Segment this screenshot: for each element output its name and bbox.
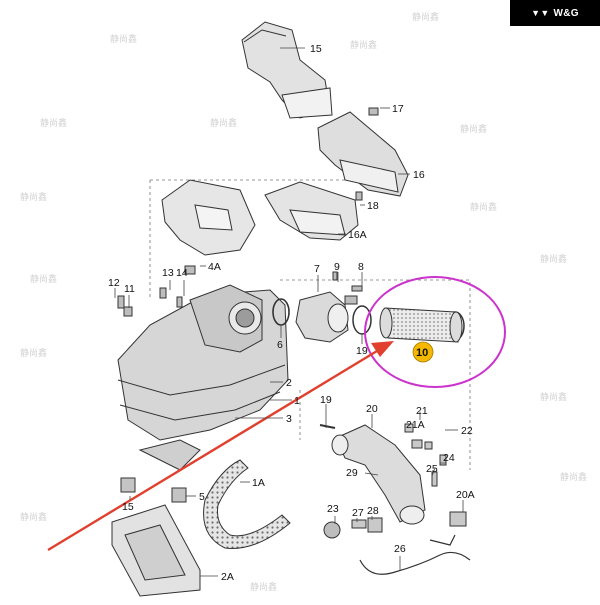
callout-27: 27 (352, 507, 364, 519)
callout-1a: 1A (252, 477, 265, 489)
callout-28: 28 (367, 505, 379, 517)
watermark: 静尚鑫 (470, 201, 497, 213)
callout-8: 8 (358, 261, 364, 273)
brand-logo: ▼▼ W&G (510, 0, 600, 26)
callout-13: 13 (162, 267, 174, 279)
drain-hose (203, 459, 291, 549)
mesh-intake-filter (379, 307, 463, 343)
callout-5: 5 (199, 491, 205, 503)
callout-3: 3 (286, 413, 292, 425)
watermark: 静尚鑫 (540, 391, 567, 403)
brand-text: W&G (553, 7, 579, 19)
callout-2: 2 (286, 377, 292, 389)
highlighted-part-label: 10 (416, 347, 428, 359)
watermark: 静尚鑫 (30, 273, 57, 285)
callout-26: 26 (394, 543, 406, 555)
callout-11: 11 (124, 283, 135, 295)
callout-1: 1 (294, 395, 300, 407)
watermark: 静尚鑫 (540, 253, 567, 265)
callout-29: 29 (346, 467, 358, 479)
callout-16a: 16A (348, 229, 367, 241)
watermark: 静尚鑫 (250, 581, 277, 593)
callout-23: 23 (327, 503, 339, 515)
highlight-circle (364, 276, 506, 388)
watermark: 静尚鑫 (560, 471, 587, 483)
callout-21: 21 (416, 405, 428, 417)
callout-12: 12 (108, 277, 120, 289)
watermark: 静尚鑫 (40, 117, 67, 129)
watermark: 静尚鑫 (20, 347, 47, 359)
part-callouts: 15 17 16 18 16A 9 8 7 4A 13 14 12 11 6 1… (108, 43, 475, 583)
watermark: 静尚鑫 (20, 191, 47, 203)
callout-24: 24 (443, 452, 455, 464)
callout-7: 7 (314, 263, 320, 275)
callout-15-lower: 15 (122, 501, 134, 513)
watermark: 静尚鑫 (350, 39, 377, 51)
callout-20a: 20A (456, 489, 475, 501)
air-guide-duct (317, 111, 409, 197)
callout-19: 19 (356, 345, 368, 357)
intake-connector (295, 291, 349, 343)
callout-16: 16 (413, 169, 425, 181)
leader-lines (114, 47, 464, 577)
highlighted-part-badge: 10 (412, 341, 434, 363)
callout-21a: 21A (406, 419, 425, 431)
air-filter-cover (161, 179, 256, 256)
callout-18: 18 (367, 200, 379, 212)
callout-22: 22 (461, 425, 473, 437)
callout-9: 9 (334, 261, 340, 273)
callout-15: 15 (310, 43, 322, 55)
watermark: 静尚鑫 (412, 11, 439, 23)
fittings-right (319, 423, 467, 539)
screw-set-upper (117, 107, 379, 317)
breather-hose (359, 534, 471, 575)
callout-17: 17 (392, 103, 404, 115)
watermark-layer: 静尚鑫 静尚鑫 静尚鑫 静尚鑫 静尚鑫 静尚鑫 静尚鑫 静尚鑫 静尚鑫 静尚鑫 … (20, 11, 587, 593)
callout-19-lower: 19 (320, 394, 332, 406)
air-intake-duct-top (241, 21, 333, 119)
air-filter-housing (117, 284, 289, 471)
watermark: 静尚鑫 (110, 33, 137, 45)
pointer-arrow (47, 341, 394, 552)
callout-6: 6 (277, 339, 283, 351)
lower-air-duct (111, 504, 201, 597)
small-grommets (120, 477, 187, 503)
callout-25: 25 (426, 463, 438, 475)
watermark: 静尚鑫 (460, 123, 487, 135)
brand-wing-icon: ▼▼ (531, 8, 550, 18)
callout-2a: 2A (221, 571, 234, 583)
intake-elbow-tube (331, 424, 426, 525)
watermark: 静尚鑫 (20, 511, 47, 523)
callout-14: 14 (176, 267, 188, 279)
callout-4a: 4A (208, 261, 221, 273)
air-guide-duct-lower (264, 181, 359, 241)
callout-20: 20 (366, 403, 378, 415)
watermark: 静尚鑫 (210, 117, 237, 129)
